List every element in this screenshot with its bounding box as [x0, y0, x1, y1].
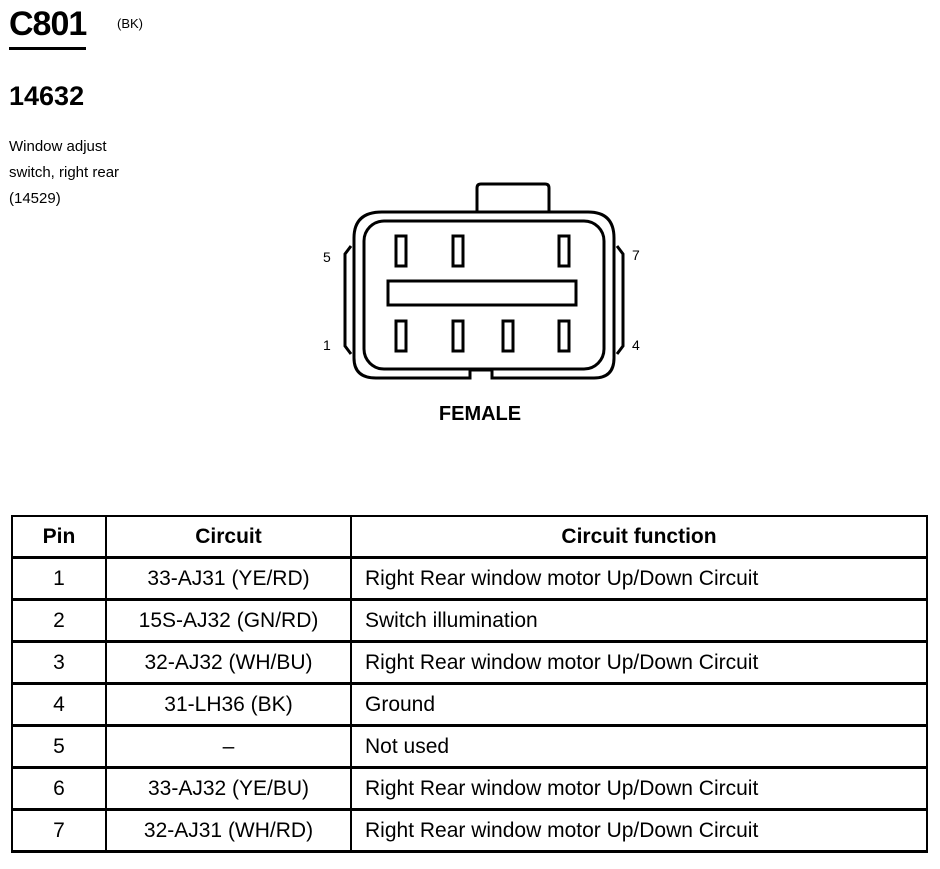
table-row: 1 33-AJ31 (YE/RD) Right Rear window moto… — [11, 556, 928, 601]
connector-gender-label: FEMALE — [438, 403, 522, 425]
column-header-circuit-function: Circuit function — [350, 515, 928, 559]
cell-circuit-function: Switch illumination — [350, 598, 928, 643]
connector-face-diagram — [343, 182, 625, 380]
connector-id: C801 — [9, 4, 87, 50]
cell-circuit-function: Right Rear window motor Up/Down Circuit — [350, 556, 928, 601]
cell-pin: 1 — [11, 556, 107, 601]
pin-label-top-right: 7 — [632, 247, 640, 263]
cell-circuit-function: Right Rear window motor Up/Down Circuit — [350, 766, 928, 811]
cell-pin: 2 — [11, 598, 107, 643]
pin-terminal — [557, 234, 571, 268]
component-description-line: Window adjust — [9, 138, 107, 155]
cell-circuit-function: Right Rear window motor Up/Down Circuit — [350, 640, 928, 685]
pin-terminal — [501, 319, 515, 353]
cell-circuit: 32-AJ31 (WH/RD) — [105, 808, 352, 853]
cell-circuit: 33-AJ31 (YE/RD) — [105, 556, 352, 601]
pin-terminal — [394, 234, 408, 268]
table-row: 6 33-AJ32 (YE/BU) Right Rear window moto… — [11, 766, 928, 811]
pin-terminal — [394, 319, 408, 353]
table-header-row: Pin Circuit Circuit function — [11, 515, 928, 559]
column-header-pin: Pin — [11, 515, 107, 559]
cell-circuit-function: Not used — [350, 724, 928, 769]
table-row: 5 – Not used — [11, 724, 928, 769]
pin-label-bottom-right: 4 — [632, 337, 640, 353]
cell-pin: 4 — [11, 682, 107, 727]
cell-circuit: 31-LH36 (BK) — [105, 682, 352, 727]
connector-key-bar — [386, 279, 578, 307]
cell-circuit: – — [105, 724, 352, 769]
connector-inner-cavity — [362, 219, 606, 371]
table-row: 4 31-LH36 (BK) Ground — [11, 682, 928, 727]
cell-circuit: 32-AJ32 (WH/BU) — [105, 640, 352, 685]
cell-pin: 3 — [11, 640, 107, 685]
table-row: 3 32-AJ32 (WH/BU) Right Rear window moto… — [11, 640, 928, 685]
cell-circuit: 15S-AJ32 (GN/RD) — [105, 598, 352, 643]
pin-label-bottom-left: 1 — [323, 337, 331, 353]
cell-pin: 6 — [11, 766, 107, 811]
cell-pin: 7 — [11, 808, 107, 853]
cell-circuit: 33-AJ32 (YE/BU) — [105, 766, 352, 811]
pin-label-top-left: 5 — [323, 249, 331, 265]
cell-circuit-function: Ground — [350, 682, 928, 727]
connector-lock-tab — [475, 182, 551, 212]
connector-right-ridge — [615, 245, 625, 355]
table-row: 2 15S-AJ32 (GN/RD) Switch illumination — [11, 598, 928, 643]
pin-table: Pin Circuit Circuit function 1 33-AJ31 (… — [11, 515, 928, 853]
cell-circuit-function: Right Rear window motor Up/Down Circuit — [350, 808, 928, 853]
table-row: 7 32-AJ31 (WH/RD) Right Rear window moto… — [11, 808, 928, 853]
component-description-line: switch, right rear — [9, 164, 120, 181]
column-header-circuit: Circuit — [105, 515, 352, 559]
cell-pin: 5 — [11, 724, 107, 769]
part-number: 14632 — [9, 81, 85, 111]
connector-color: (BK) — [117, 16, 143, 31]
connector-left-ridge — [343, 245, 353, 355]
component-description-line: (14529) — [9, 190, 61, 207]
component-description: Window adjust switch, right rear (14529) — [9, 134, 179, 212]
pin-terminal — [557, 319, 571, 353]
pin-terminal — [451, 319, 465, 353]
pin-terminal — [451, 234, 465, 268]
